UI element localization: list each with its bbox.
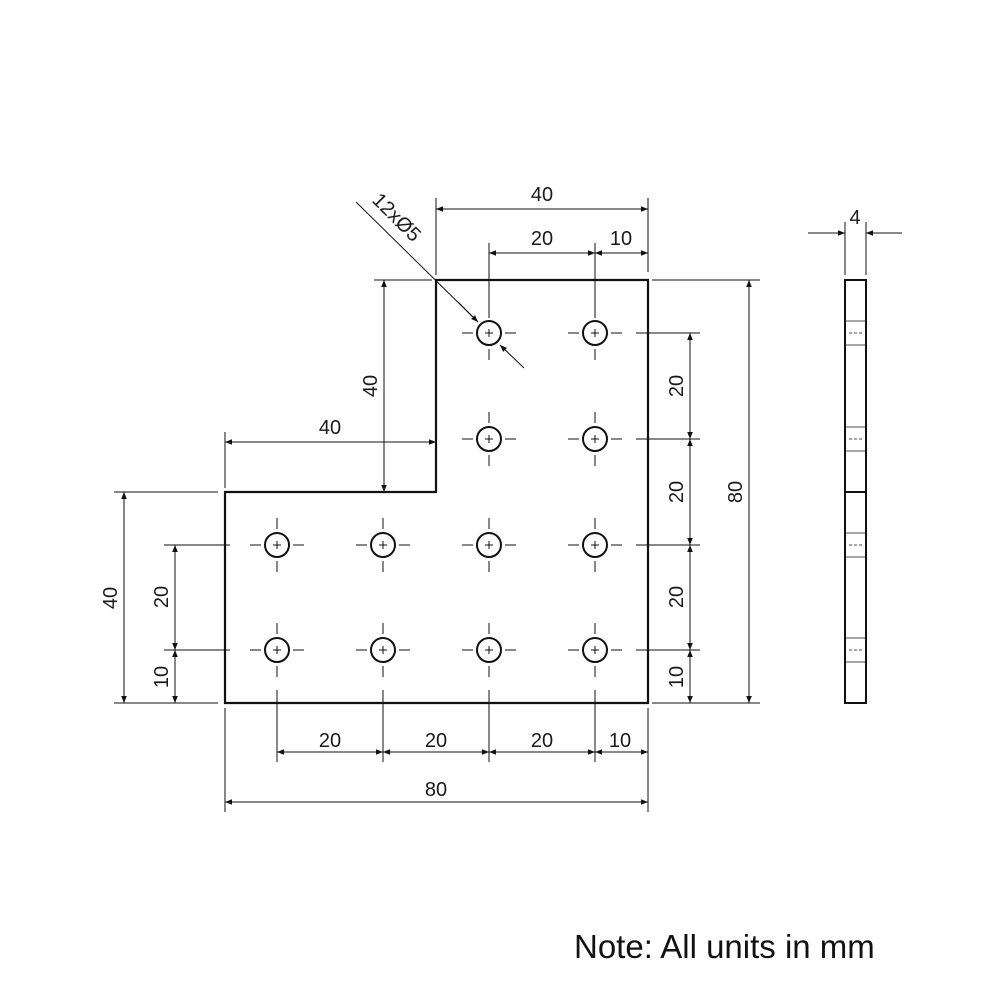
units-note: Note: All units in mm [574,928,875,965]
hole [250,623,304,677]
hole [568,518,622,572]
dim-left-height: 40 [100,587,122,609]
dim-side-thickness: 4 [849,207,860,229]
dim-bottom-edge: 10 [609,730,631,752]
dim-top-spacing: 20 [531,228,553,250]
plate-outline [223,278,650,705]
dim-right-spacing-1: 20 [666,375,688,397]
dim-left-spacing: 20 [151,586,173,608]
dim-bottom-spacing-3: 20 [531,730,553,752]
hole [462,623,516,677]
dim-notch-width: 40 [319,417,341,439]
hole [568,412,622,466]
dim-top-width: 40 [531,184,553,206]
hole [462,412,516,466]
hole [250,518,304,572]
hole [462,306,516,360]
dim-right-spacing-2: 20 [666,481,688,503]
hole-callout: 12xØ5 [368,189,425,246]
dim-right-edge: 10 [666,666,688,688]
dimension-lines [114,198,760,812]
hole [356,518,410,572]
side-view [808,222,902,704]
holes [250,306,622,677]
dim-left-edge: 10 [151,666,173,688]
hole [568,623,622,677]
dim-total-height: 80 [725,481,747,503]
dim-right-spacing-3: 20 [666,586,688,608]
dim-total-width: 80 [425,779,447,801]
hole [462,518,516,572]
dim-bottom-spacing-1: 20 [319,730,341,752]
dim-bottom-spacing-2: 20 [425,730,447,752]
dim-top-edge: 10 [610,228,632,250]
dim-notch-height: 40 [360,375,382,397]
hole [356,623,410,677]
